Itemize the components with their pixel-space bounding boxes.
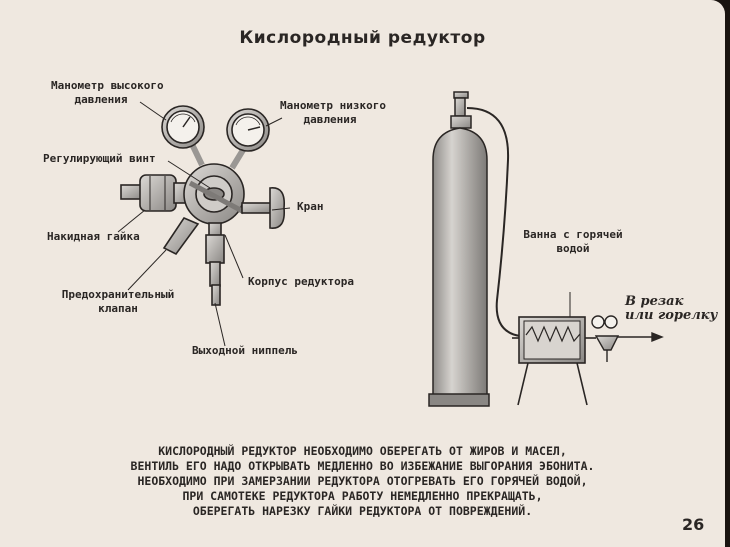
label-low-pressure-gauge: Манометр низкого давления (280, 99, 386, 126)
label-destination: В резак или горелку (625, 294, 718, 323)
gas-hose (466, 107, 521, 337)
caption-line: НЕОБХОДИМО ПРИ ЗАМЕРЗАНИИ РЕДУКТОРА ОТОГ… (137, 474, 588, 488)
low-pressure-gauge (226, 108, 270, 152)
safety-valve (162, 217, 200, 256)
label-valve: Кран (297, 200, 324, 213)
label-high-pressure-gauge: Манометр высокого давления (51, 79, 164, 106)
label-outlet-nipple: Выходной ниппель (192, 344, 298, 357)
outlet-nipple (205, 222, 225, 306)
valve-handle (241, 187, 286, 229)
union-nut (120, 174, 177, 212)
leader-lines (117, 101, 291, 347)
label-adjusting-screw: Регулирующий винт (43, 152, 156, 165)
page-title: Кислородный редуктор (239, 28, 486, 48)
film-edge (725, 0, 730, 547)
page-number: 26 (682, 515, 705, 534)
label-safety-valve: Предохранительный клапан (61, 288, 175, 315)
caption-line: ПРИ САМОТЕКЕ РЕДУКТОРА РАБОТУ НЕМЕДЛЕННО… (182, 489, 543, 503)
high-pressure-gauge (161, 105, 205, 149)
oxygen-cylinder (428, 91, 490, 407)
label-union-nut: Накидная гайка (47, 230, 140, 243)
label-hot-water-bath: Ванна с горячей водой (523, 228, 623, 255)
pressure-reducer (120, 105, 286, 306)
caption-line: ВЕНТИЛЬ ЕГО НАДО ОТКРЫВАТЬ МЕДЛЕННО ВО И… (130, 459, 595, 473)
label-reducer-body: Корпус редуктора (248, 275, 354, 288)
hot-water-bath (512, 292, 596, 406)
caption-line: ОБЕРЕГАТЬ НАРЕЗКУ ГАЙКИ РЕДУКТОРА ОТ ПОВ… (192, 504, 533, 518)
small-reducer (591, 315, 664, 362)
caption-line: КИСЛОРОДНЫЙ РЕДУКТОР НЕОБХОДИМО ОБЕРЕГАТ… (158, 444, 567, 458)
